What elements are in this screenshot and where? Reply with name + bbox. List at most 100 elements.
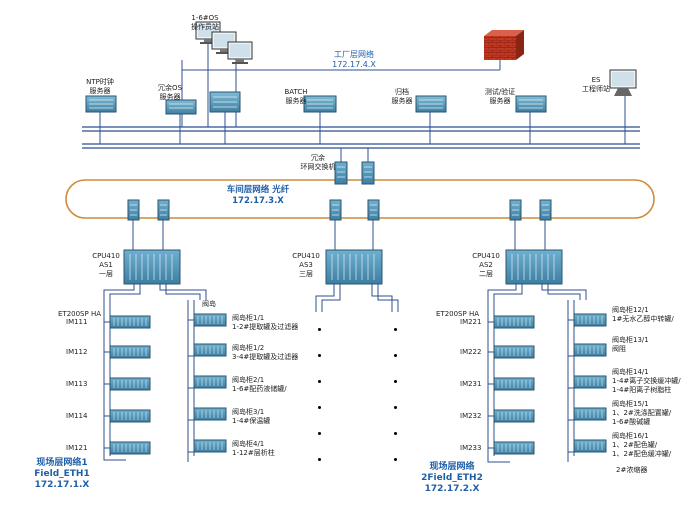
left-field-network-sub: Field_ETH1 <box>34 469 90 479</box>
cpu-as3-floor: 三层 <box>299 270 313 278</box>
server-es-line1: ES <box>591 76 601 84</box>
left-io-module-label: IM114 <box>66 412 88 420</box>
plant-network-ip: 172.17.4.X <box>332 60 376 69</box>
server-batch-line1: BATCH <box>284 88 308 96</box>
ring-network-ip: 172.17.3.X <box>232 196 284 206</box>
left-valve-module <box>193 375 227 389</box>
right-io-module-label: IM222 <box>460 348 482 356</box>
left-valve-desc: 3-4#提取罐及过滤器 <box>232 353 299 361</box>
server-os-line1: 冗余OS <box>158 84 182 92</box>
right-valve-name: 阀岛柜12/1 <box>612 306 649 314</box>
left-field-network-name: 现场层网络1 <box>36 458 88 468</box>
ellipsis-dot <box>318 354 321 357</box>
redundant-switch-line2: 环网交换机 <box>300 163 336 171</box>
left-valve-desc: 1-4#保温罐 <box>232 417 271 425</box>
cpu-as3-id: AS3 <box>299 261 313 269</box>
server-archive-line1: 归档 <box>395 88 409 96</box>
left-valve-desc: 1-6#配药液储罐/ <box>232 385 287 393</box>
right-valve-module <box>573 407 607 421</box>
server-label-ntp: NTP时钟服务器 <box>86 78 114 96</box>
cpu-as2-floor: 二层 <box>479 270 493 278</box>
left-valve-name: 阀岛柜1/1 <box>232 314 265 322</box>
server-ntp-line2: 服务器 <box>89 87 111 95</box>
cpu-as1-floor: 一层 <box>99 270 113 278</box>
right-io-module-label: IM221 <box>460 318 482 326</box>
right-valve-desc2: 1-4#阳离子树脂柱 <box>612 386 672 394</box>
ellipsis-dot <box>318 406 321 409</box>
ellipsis-dot <box>394 380 397 383</box>
plant-network-label: 工厂层网络 172.17.4.X <box>332 50 376 70</box>
cpu-as1-id: AS1 <box>99 261 113 269</box>
right-valve-desc: 1、2#洗涤配置罐/ <box>612 409 672 417</box>
ellipsis-dot <box>394 328 397 331</box>
ellipsis-dot <box>318 458 321 461</box>
left-valve-module <box>193 343 227 357</box>
right-io-module <box>493 377 535 391</box>
left-io-module-label: IM112 <box>66 348 88 356</box>
right-io-module-label: IM231 <box>460 380 482 388</box>
plant-network-name: 工厂层网络 <box>334 50 374 59</box>
right-valve-module <box>573 439 607 453</box>
left-io-module-label: IM121 <box>66 444 88 452</box>
right-valve-name: 阀岛柜16/1 <box>612 432 649 440</box>
module-stacks <box>109 313 607 455</box>
server-label-archive: 归档服务器 <box>392 88 413 106</box>
right-io-module <box>493 409 535 423</box>
cpu-as2-id: AS2 <box>479 261 493 269</box>
server-ntp-line1: NTP时钟 <box>86 78 114 86</box>
cpu-as3-model: CPU410 <box>292 252 320 260</box>
ring-network <box>65 179 655 219</box>
workstation-label: 1-6#OS 操作员站 <box>191 14 219 32</box>
left-valve-header: 阀岛 <box>202 300 216 308</box>
left-field-network-ip: 172.17.1.X <box>34 480 90 490</box>
cpu-as2-model: CPU410 <box>472 252 500 260</box>
redundant-switch-line1: 冗余 <box>311 154 325 162</box>
right-valve-module <box>573 313 607 327</box>
switch-cpu-links <box>132 220 546 252</box>
ellipsis-dot <box>394 354 397 357</box>
firewall-icon <box>484 30 524 60</box>
right-valve-extra: 2#浓缩器 <box>616 466 648 474</box>
left-valve-name: 阀岛柜4/1 <box>232 440 265 448</box>
right-valve-name: 阀岛柜14/1 <box>612 368 649 376</box>
ring-network-name: 车间层网络 光纤 <box>226 185 290 195</box>
right-io-module <box>493 441 535 455</box>
right-valve-desc2: 1、2#配色缓冲罐/ <box>612 450 672 458</box>
server-os-line2: 服务器 <box>159 93 181 101</box>
redundant-switch-label: 冗余 环网交换机 <box>301 154 336 172</box>
right-valve-desc: 1-4#离子交换缓冲罐/ <box>612 377 681 385</box>
server-archive-line2: 服务器 <box>391 97 413 105</box>
right-valve-desc: 阀阻 <box>612 345 626 353</box>
left-valve-name: 阀岛柜3/1 <box>232 408 265 416</box>
server-label-test: 测试/验证服务器 <box>485 88 515 106</box>
right-field-network-label: 现场层网络 2Field_ETH2 172.17.2.X <box>421 462 483 495</box>
left-valve-name: 阀岛柜1/2 <box>232 344 265 352</box>
left-io-module-label: IM113 <box>66 380 88 388</box>
left-valve-module <box>193 439 227 453</box>
right-field-network <box>487 284 587 463</box>
right-valve-desc: 1#无水乙醇中转罐/ <box>612 315 674 323</box>
right-valve-desc2: 1-6#酸碱罐 <box>612 418 651 426</box>
left-valve-desc: 1-12#层析柱 <box>232 449 275 457</box>
cpu-racks <box>123 249 563 285</box>
right-valve-name: 阀岛柜15/1 <box>612 400 649 408</box>
right-io-header: ET200SP HA <box>436 310 480 318</box>
left-io-module <box>109 345 151 359</box>
ellipsis-dot <box>394 458 397 461</box>
server-es-line2: 工程师站 <box>582 85 610 93</box>
left-io-header: ET200SP HA <box>58 310 102 318</box>
plant-network-bus <box>82 44 640 162</box>
workstation-name: 1-6#OS <box>191 14 219 22</box>
center-field-stubs <box>315 284 399 312</box>
left-valve-module <box>193 407 227 421</box>
right-valve-name: 阀岛柜13/1 <box>612 336 649 344</box>
right-field-network-sub: 2Field_ETH2 <box>421 473 483 483</box>
workstation-role: 操作员站 <box>191 23 219 31</box>
server-test-line2: 服务器 <box>489 97 511 105</box>
